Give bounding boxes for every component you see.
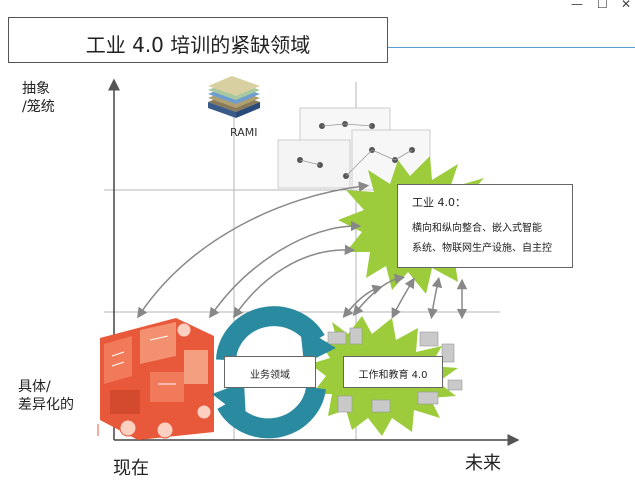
y-axis-bottom-label: 具体/ 差异化的 xyxy=(18,378,74,414)
window-controls: — ☐ ✕ xyxy=(525,0,635,14)
connection-arrows xyxy=(137,181,468,320)
industry40-desc-line2: 系统、物联网生产设施、自主控 xyxy=(412,243,552,254)
network-diagram-icon xyxy=(277,107,431,191)
rami-label: RAMI xyxy=(230,126,258,139)
minimize-icon[interactable]: — xyxy=(571,0,583,11)
work-education-label: 工作和教育 4.0 xyxy=(358,370,428,381)
business-domain-box: 业务领域 xyxy=(224,356,316,388)
work-devices-icon xyxy=(327,327,463,413)
factory-cluster-icon xyxy=(97,318,214,440)
cycle-arrowhead-top xyxy=(300,326,336,364)
business-domain-label: 业务领域 xyxy=(250,370,290,381)
y-axis-top-line1: 抽象 xyxy=(22,81,50,97)
industry40-title: 工业 4.0： xyxy=(412,196,466,209)
y-axis-top-line2: /笼统 xyxy=(22,99,55,115)
industry40-desc-line1: 横向和纵向整合、嵌入式智能 xyxy=(412,223,542,234)
slide-title-box: 工业 4.0 培训的紧缺领域 xyxy=(8,17,388,63)
y-axis-bottom-line1: 具体/ xyxy=(18,379,51,395)
close-icon[interactable]: ✕ xyxy=(621,0,632,11)
industry40-box: 工业 4.0： 横向和纵向整合、嵌入式智能 系统、物联网生产设施、自主控 xyxy=(397,184,573,268)
y-axis-bottom-line2: 差异化的 xyxy=(18,397,74,413)
x-axis-now-label: 现在 xyxy=(113,458,149,479)
work-education-box: 工作和教育 4.0 xyxy=(343,356,443,388)
title-underline xyxy=(388,47,635,48)
cycle-arrowhead-bottom xyxy=(212,382,246,420)
rami-model-icon xyxy=(208,76,260,118)
slide-title: 工业 4.0 培训的紧缺领域 xyxy=(85,33,311,57)
maximize-icon[interactable]: ☐ xyxy=(597,0,608,11)
x-axis-future-label: 未来 xyxy=(465,453,501,474)
y-axis-top-label: 抽象 /笼统 xyxy=(22,80,55,116)
